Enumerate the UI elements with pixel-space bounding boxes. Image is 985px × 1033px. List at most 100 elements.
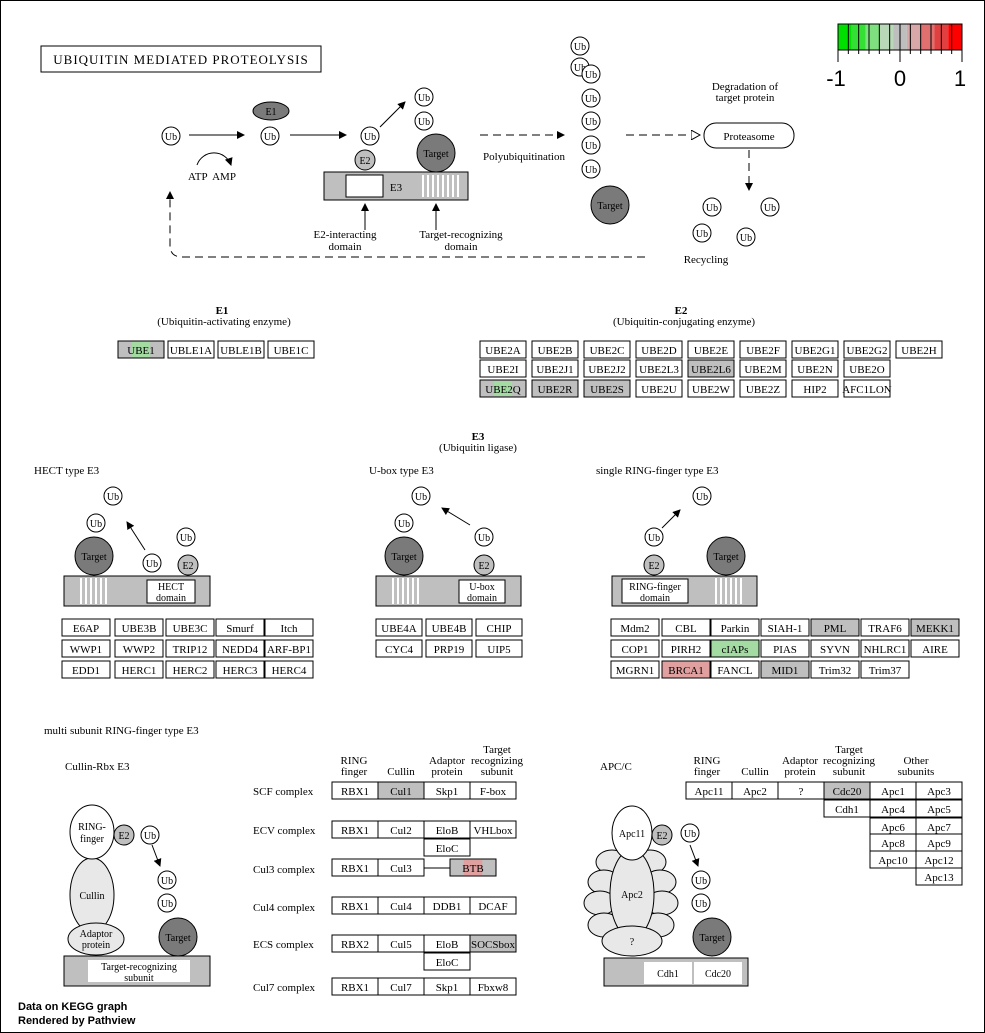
gene-box-ube2c[interactable]: UBE2C (583, 340, 631, 359)
gene-box-rbx1[interactable]: RBX1 (331, 781, 379, 800)
gene-box-cdc20[interactable]: Cdc20 (823, 781, 871, 800)
gene-box-aire[interactable]: AIRE (910, 639, 960, 658)
gene-box-ube2s[interactable]: UBE2S (583, 379, 631, 398)
gene-box-parkin[interactable]: Parkin (710, 618, 760, 637)
gene-box-uble1b[interactable]: UBLE1B (217, 340, 265, 359)
gene-box-skp1[interactable]: Skp1 (423, 977, 471, 996)
gene-box-ube2f[interactable]: UBE2F (739, 340, 787, 359)
gene-box-elob[interactable]: EloB (423, 934, 471, 953)
gene-box-edd1[interactable]: EDD1 (61, 660, 111, 679)
gene-box-herc1[interactable]: HERC1 (114, 660, 164, 679)
gene-box-eloc[interactable]: EloC (423, 952, 471, 971)
gene-box-cop1[interactable]: COP1 (610, 639, 660, 658)
gene-box-ube2w[interactable]: UBE2W (687, 379, 735, 398)
gene-box-syvn[interactable]: SYVN (810, 639, 860, 658)
gene-box-ube2e[interactable]: UBE2E (687, 340, 735, 359)
gene-box-mekk1[interactable]: MEKK1 (910, 618, 960, 637)
gene-box-rbx1[interactable]: RBX1 (331, 896, 379, 915)
gene-box-rbx1[interactable]: RBX1 (331, 820, 379, 839)
gene-box-ube2g2[interactable]: UBE2G2 (843, 340, 891, 359)
gene-box-uip5[interactable]: UIP5 (475, 639, 523, 658)
gene-box-ube1[interactable]: UBE1 (117, 340, 165, 359)
gene-box-apc2[interactable]: Apc2 (731, 781, 779, 800)
gene-box-apc3[interactable]: Apc3 (915, 781, 963, 800)
gene-box-smurf[interactable]: Smurf (215, 618, 265, 637)
gene-box-ube2g1[interactable]: UBE2G1 (791, 340, 839, 359)
gene-box-trim32[interactable]: Trim32 (810, 660, 860, 679)
gene-box-wwp2[interactable]: WWP2 (114, 639, 164, 658)
gene-box-cul7[interactable]: Cul7 (377, 977, 425, 996)
gene-box-wwp1[interactable]: WWP1 (61, 639, 111, 658)
gene-box-cul3[interactable]: Cul3 (377, 858, 425, 877)
gene-box-nhlrc1[interactable]: NHLRC1 (860, 639, 910, 658)
gene-box-pml[interactable]: PML (810, 618, 860, 637)
gene-box-apc7[interactable]: Apc7 (915, 817, 963, 836)
gene-box-ube2n[interactable]: UBE2N (791, 359, 839, 378)
gene-box-itch[interactable]: Itch (264, 618, 314, 637)
gene-box-mdm2[interactable]: Mdm2 (610, 618, 660, 637)
gene-box-herc2[interactable]: HERC2 (165, 660, 215, 679)
gene-box-rbx1[interactable]: RBX1 (331, 858, 379, 877)
gene-box-chip[interactable]: CHIP (475, 618, 523, 637)
gene-box-cdh1[interactable]: Cdh1 (823, 799, 871, 818)
gene-box-vhlbox[interactable]: VHLbox (469, 820, 517, 839)
gene-box-mid1[interactable]: MID1 (760, 660, 810, 679)
gene-box-afc1lon[interactable]: AFC1LON (842, 379, 892, 398)
gene-box-cul1[interactable]: Cul1 (377, 781, 425, 800)
gene-box-cul4[interactable]: Cul4 (377, 896, 425, 915)
gene-box-herc4[interactable]: HERC4 (264, 660, 314, 679)
gene-box-trip12[interactable]: TRIP12 (165, 639, 215, 658)
gene-box-ube2j1[interactable]: UBE2J1 (531, 359, 579, 378)
gene-box-elob[interactable]: EloB (423, 820, 471, 839)
gene-box-ube2z[interactable]: UBE2Z (739, 379, 787, 398)
gene-box-apc6[interactable]: Apc6 (869, 817, 917, 836)
gene-box-ube2l6[interactable]: UBE2L6 (687, 359, 735, 378)
gene-box-ube2h[interactable]: UBE2H (895, 340, 943, 359)
gene-box-uble1a[interactable]: UBLE1A (167, 340, 215, 359)
gene-box-cyc4[interactable]: CYC4 (375, 639, 423, 658)
gene-box-ube4a[interactable]: UBE4A (375, 618, 423, 637)
gene-box-rbx2[interactable]: RBX2 (331, 934, 379, 953)
gene-box-pirh2[interactable]: PIRH2 (661, 639, 711, 658)
gene-box-?[interactable]: ? (777, 781, 825, 800)
gene-box-apc10[interactable]: Apc10 (869, 850, 917, 869)
gene-box-brca1[interactable]: BRCA1 (661, 660, 711, 679)
gene-box-prp19[interactable]: PRP19 (425, 639, 473, 658)
gene-box-btb[interactable]: BTB (449, 858, 497, 877)
gene-box-apc11[interactable]: Apc11 (685, 781, 733, 800)
gene-box-cbl[interactable]: CBL (661, 618, 711, 637)
gene-box-trim37[interactable]: Trim37 (860, 660, 910, 679)
gene-box-ube2b[interactable]: UBE2B (531, 340, 579, 359)
gene-box-apc12[interactable]: Apc12 (915, 850, 963, 869)
gene-box-hip2[interactable]: HIP2 (791, 379, 839, 398)
gene-box-cul5[interactable]: Cul5 (377, 934, 425, 953)
gene-box-ube2j2[interactable]: UBE2J2 (583, 359, 631, 378)
gene-box-apc13[interactable]: Apc13 (915, 867, 963, 886)
gene-box-siah-1[interactable]: SIAH-1 (760, 618, 810, 637)
gene-box-apc5[interactable]: Apc5 (915, 799, 963, 818)
gene-box-ddb1[interactable]: DDB1 (423, 896, 471, 915)
gene-box-dcaf[interactable]: DCAF (469, 896, 517, 915)
gene-box-fbxw8[interactable]: Fbxw8 (469, 977, 517, 996)
gene-box-ube2r[interactable]: UBE2R (531, 379, 579, 398)
gene-box-eloc[interactable]: EloC (423, 838, 471, 857)
gene-box-ube2d[interactable]: UBE2D (635, 340, 683, 359)
gene-box-arf-bp1[interactable]: ARF-BP1 (264, 639, 314, 658)
gene-box-apc8[interactable]: Apc8 (869, 833, 917, 852)
gene-box-ube3b[interactable]: UBE3B (114, 618, 164, 637)
gene-box-ciaps[interactable]: cIAPs (710, 639, 760, 658)
gene-box-f-box[interactable]: F-box (469, 781, 517, 800)
gene-box-socsbox[interactable]: SOCSbox (469, 934, 517, 953)
gene-box-cul2[interactable]: Cul2 (377, 820, 425, 839)
gene-box-ube2q[interactable]: UBE2Q (479, 379, 527, 398)
gene-box-fancl[interactable]: FANCL (710, 660, 760, 679)
gene-box-ube2m[interactable]: UBE2M (739, 359, 787, 378)
gene-box-skp1[interactable]: Skp1 (423, 781, 471, 800)
gene-box-ube2o[interactable]: UBE2O (843, 359, 891, 378)
gene-box-pias[interactable]: PIAS (760, 639, 810, 658)
gene-box-nedd4[interactable]: NEDD4 (215, 639, 265, 658)
gene-box-apc9[interactable]: Apc9 (915, 833, 963, 852)
gene-box-ube2a[interactable]: UBE2A (479, 340, 527, 359)
gene-box-mgrn1[interactable]: MGRN1 (610, 660, 660, 679)
gene-box-ube2l3[interactable]: UBE2L3 (635, 359, 683, 378)
